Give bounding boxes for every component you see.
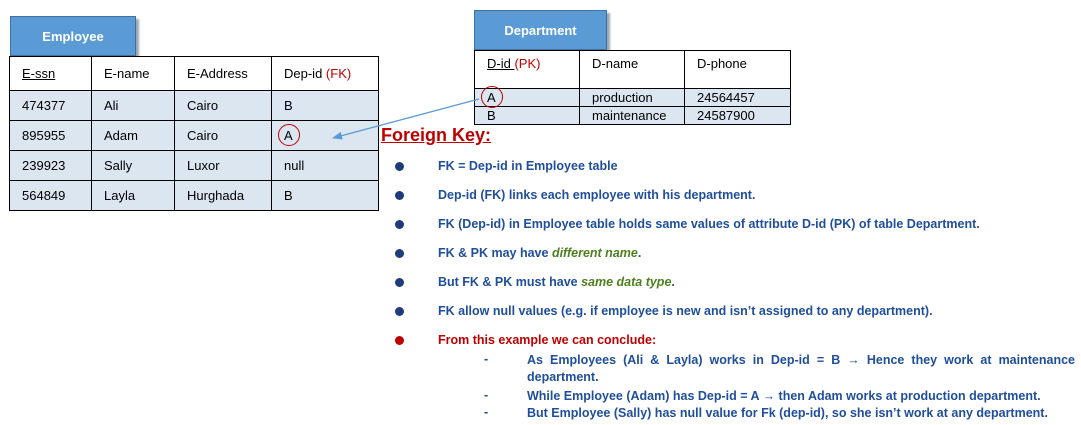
employee-table-title: Employee bbox=[10, 16, 136, 56]
conclusion-text: While Employee (Adam) has Dep-id = A → t… bbox=[527, 389, 1041, 403]
cell-address: Hurghada bbox=[174, 180, 272, 211]
cell-address: Luxor bbox=[174, 150, 272, 181]
circled-d-id: A bbox=[481, 86, 503, 108]
table-row: B maintenance 24587900 bbox=[474, 106, 791, 125]
cell-name: Adam bbox=[91, 120, 175, 151]
circled-dep-id: A bbox=[278, 124, 300, 146]
highlight-circle bbox=[278, 124, 300, 146]
dash-marker: - bbox=[484, 352, 489, 366]
bullet-text: From this example we can conclude: bbox=[438, 333, 657, 347]
bullet-text: FK = Dep-id in Employee table bbox=[438, 159, 618, 173]
table-row: 474377 Ali Cairo B bbox=[9, 90, 379, 121]
bullet-text: Dep-id (FK) links each employee with his… bbox=[438, 188, 756, 202]
emphasis-text: different name bbox=[551, 246, 638, 260]
dash-marker: - bbox=[484, 405, 489, 419]
employee-header-row: E-ssn E-name E-Address Dep-id (FK) bbox=[9, 56, 379, 91]
cell-address: Cairo bbox=[174, 120, 272, 151]
emphasis-text: same data type bbox=[581, 275, 672, 289]
cell-name: Ali bbox=[91, 90, 175, 121]
conclusion-text: But Employee (Sally) has null value for … bbox=[527, 406, 1048, 420]
dash-marker: - bbox=[484, 388, 489, 402]
bullet-dot bbox=[395, 249, 404, 258]
table-row: 239923 Sally Luxor null bbox=[9, 150, 379, 181]
table-row: 895955 Adam Cairo A bbox=[9, 120, 379, 151]
header-d-id: D-id (PK) bbox=[474, 50, 580, 89]
cell-dep-id: B bbox=[271, 180, 379, 211]
header-e-ssn: E-ssn bbox=[9, 56, 92, 91]
bullet-dot bbox=[395, 307, 404, 316]
cell-d-phone: 24564457 bbox=[684, 88, 791, 107]
header-d-name: D-name bbox=[579, 50, 685, 89]
header-e-address: E-Address bbox=[174, 56, 272, 91]
header-dep-id: Dep-id (FK) bbox=[271, 56, 379, 91]
foreign-key-heading: Foreign Key: bbox=[381, 125, 492, 145]
department-header-row: D-id (PK) D-name D-phone bbox=[474, 50, 791, 89]
bullet-text: FK allow null values (e.g. if employee i… bbox=[438, 304, 933, 318]
pk-marker: (PK) bbox=[514, 56, 541, 71]
department-table: D-id (PK) D-name D-phone A production 24… bbox=[474, 50, 791, 125]
header-d-phone: D-phone bbox=[684, 50, 791, 89]
bullet-text: But FK & PK must have same data type. bbox=[438, 275, 675, 289]
cell-d-id: A bbox=[474, 86, 580, 108]
cell-d-id: B bbox=[474, 106, 580, 125]
cell-name: Layla bbox=[91, 180, 175, 211]
cell-d-name: maintenance bbox=[579, 106, 685, 125]
department-table-title: Department bbox=[474, 10, 607, 50]
employee-table: E-ssn E-name E-Address Dep-id (FK) 47437… bbox=[9, 56, 379, 211]
cell-dep-id: B bbox=[271, 90, 379, 121]
header-e-name: E-name bbox=[91, 56, 175, 91]
cell-d-name: production bbox=[579, 88, 685, 107]
cell-ssn: 564849 bbox=[9, 180, 92, 211]
cell-name: Sally bbox=[91, 150, 175, 181]
cell-dep-id: null bbox=[271, 150, 379, 181]
bullet-dot bbox=[395, 278, 404, 287]
cell-address: Cairo bbox=[174, 90, 272, 121]
conclusion-text: As Employees (Ali & Layla) works in Dep-… bbox=[527, 353, 1075, 384]
bullet-dot bbox=[395, 336, 404, 345]
cell-d-phone: 24587900 bbox=[684, 106, 791, 125]
cell-ssn: 239923 bbox=[9, 150, 92, 181]
bullet-text: FK (Dep-id) in Employee table holds same… bbox=[438, 217, 980, 231]
cell-dep-id: A bbox=[271, 120, 379, 151]
highlight-circle bbox=[481, 86, 503, 108]
table-row: 564849 Layla Hurghada B bbox=[9, 180, 379, 211]
bullet-dot bbox=[395, 220, 404, 229]
bullet-text: FK & PK may have different name. bbox=[438, 246, 642, 260]
bullet-dot bbox=[395, 162, 404, 171]
fk-marker: (FK) bbox=[325, 66, 352, 81]
cell-ssn: 895955 bbox=[9, 120, 92, 151]
cell-ssn: 474377 bbox=[9, 90, 92, 121]
table-row: A production 24564457 bbox=[474, 86, 791, 108]
bullet-dot bbox=[395, 191, 404, 200]
